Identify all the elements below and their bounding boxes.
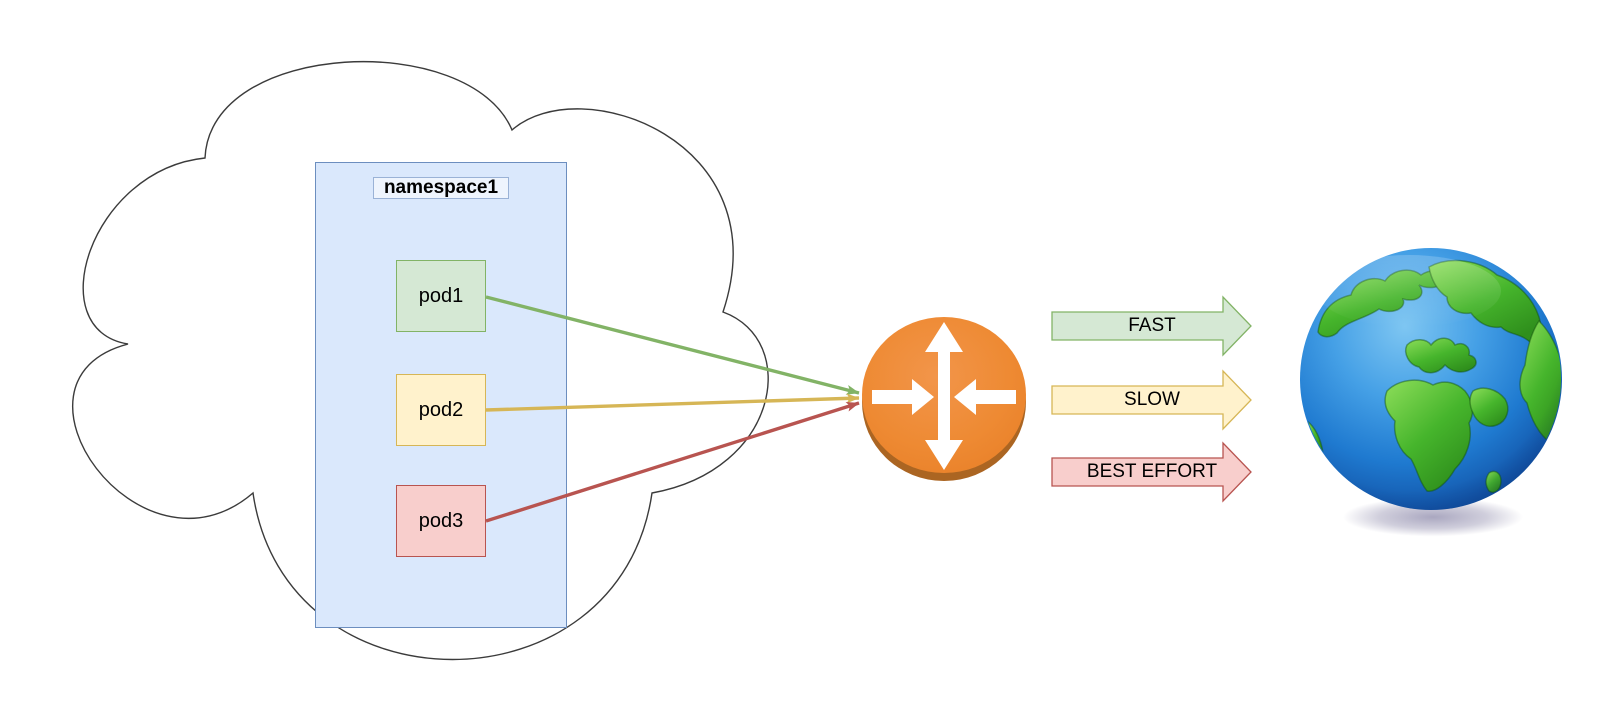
qos-arrow-label: SLOW [1124,389,1180,410]
qos-arrow-label: FAST [1128,315,1176,336]
pod-label: pod1 [418,284,464,307]
pod1-box: pod1 [396,260,486,332]
qos-arrow-label: BEST EFFORT [1086,461,1218,482]
block-arrow-shape [1051,295,1252,357]
qos-arrow-slow: SLOW [1051,369,1253,431]
qos-arrow-fast: FAST [1051,295,1253,357]
globe-icon [1300,248,1562,543]
router-vertical-arrow [925,322,963,470]
block-arrow-shape [1051,369,1252,431]
pod2-box: pod2 [396,374,486,446]
connection-pod1-router [485,295,860,395]
router-left-arrow [872,379,934,415]
pod-label: pod2 [418,398,464,421]
connection-pod2-router [485,393,860,412]
pod-label: pod3 [418,509,464,532]
router-right-arrow [954,379,1016,415]
qos-arrow-best-effort: BEST EFFORT [1051,441,1253,503]
router-icon [862,317,1026,481]
connection-pod3-router [485,401,860,523]
namespace-label: namespace1 [373,177,509,199]
pod3-box: pod3 [396,485,486,557]
block-arrow-shape [1051,441,1252,503]
globe-highlight [1317,255,1501,327]
globe-shadow [1313,491,1553,543]
